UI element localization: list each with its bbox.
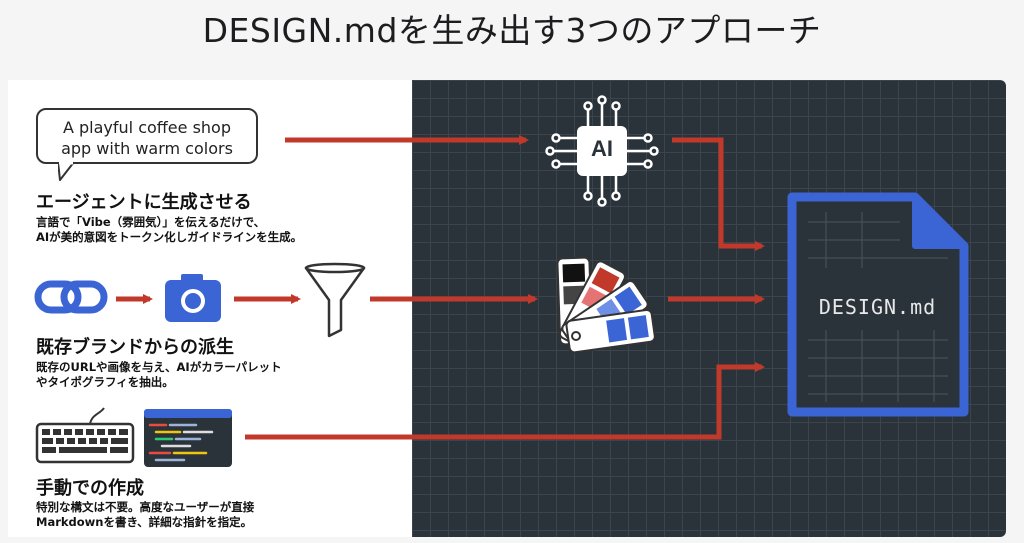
design-md-file-label: DESIGN.md (818, 295, 937, 319)
approach-3-desc-line-1: 特別な構文は不要。高度なユーザーが直接 (36, 500, 255, 514)
approach-3-description: 特別な構文は不要。高度なユーザーが直接 Markdownを書き、詳細な指針を指定… (36, 500, 254, 530)
approach-3-desc-line-2: Markdownを書き、詳細な指針を指定。 (36, 515, 253, 529)
arrow-ai-to-document (672, 137, 765, 251)
approach-1-heading: エージェントに生成させる (36, 192, 252, 213)
camera-icon (165, 274, 221, 322)
keyboard-icon (35, 407, 135, 464)
approach-1-desc-line-2: AIが美的意図をトークン化しガイドラインを生成。 (36, 230, 303, 244)
bubble-line-2: app with warm colors (61, 139, 233, 158)
approach-3-heading: 手動での作成 (36, 478, 144, 499)
approach-2-description: 既存のURLや画像を与え、AIがカラーパレット やタイポグラフィを抽出。 (36, 360, 282, 390)
arrow-code-to-document (245, 362, 765, 440)
approach-2-desc-line-2: やタイポグラフィを抽出。 (36, 375, 174, 389)
prompt-speech-bubble: A playful coffee shop app with warm colo… (36, 108, 258, 164)
speech-bubble-tail-icon (58, 162, 75, 181)
funnel-icon (304, 262, 366, 338)
link-icon (34, 280, 108, 314)
approach-1-desc-line-1: 言語で「Vibe（雰囲気）」を伝えるだけで、 (36, 215, 266, 229)
code-editor-icon (144, 409, 232, 467)
approach-2-desc-line-1: 既存のURLや画像を与え、AIがカラーパレット (36, 360, 282, 374)
color-swatch-fan-icon (556, 256, 656, 354)
ai-chip-icon (545, 95, 659, 207)
bubble-line-1: A playful coffee shop (62, 118, 231, 137)
approach-1-description: 言語で「Vibe（雰囲気）」を伝えるだけで、 AIが美的意図をトークン化しガイド… (36, 215, 302, 245)
document-icon (787, 192, 969, 417)
approach-2-heading: 既存ブランドからの派生 (36, 337, 234, 358)
ai-chip-label: AI (591, 136, 613, 161)
page-title: DESIGN.mdを生み出す3つのアプローチ (202, 11, 822, 50)
